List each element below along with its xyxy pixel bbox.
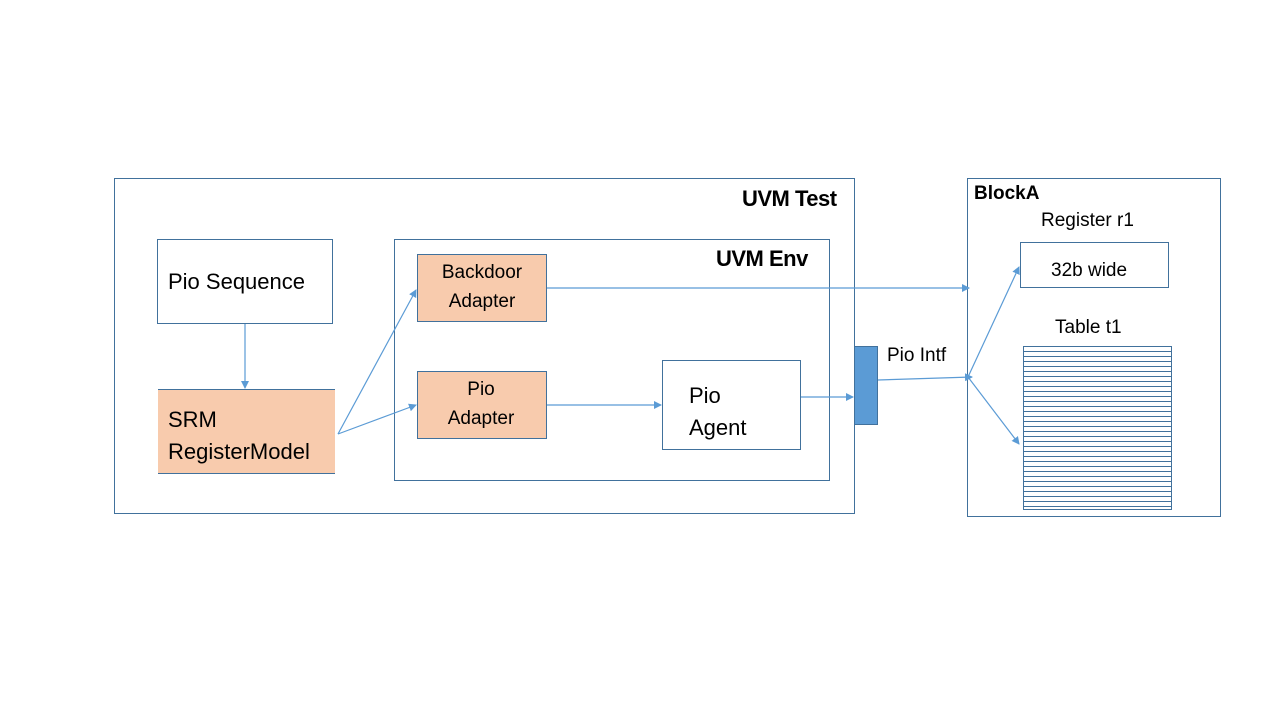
register-r1-label: Register r1 xyxy=(1041,210,1134,231)
table-t1-grid xyxy=(1023,346,1172,510)
arrow-srm-to-backdoor xyxy=(337,289,417,435)
block-a-title: BlockA xyxy=(974,183,1040,204)
arrow-intf-to-blocka xyxy=(877,373,973,382)
arrow-srm-to-pio-adapter xyxy=(337,403,417,435)
pio-intf-block xyxy=(854,346,878,425)
table-t1-label: Table t1 xyxy=(1055,317,1122,338)
register-r1-width-label: 32b wide xyxy=(1051,260,1128,281)
pio-agent-line2: Agent xyxy=(689,415,747,440)
register-r1-box xyxy=(1020,242,1169,288)
uvm-env-title: UVM Env xyxy=(716,246,808,271)
pio-intf-label: Pio Intf xyxy=(887,345,947,366)
register-model-label: RegisterModel xyxy=(168,439,310,464)
backdoor-adapter-line2: Adapter xyxy=(448,291,516,312)
backdoor-adapter-line1: Backdoor xyxy=(441,262,523,283)
pio-adapter-box xyxy=(417,371,547,439)
pio-adapter-line2: Adapter xyxy=(447,408,515,429)
arrow-hub-to-table xyxy=(967,376,1020,445)
backdoor-adapter-box xyxy=(417,254,547,322)
srm-register-model-box xyxy=(158,389,335,474)
pio-sequence-box xyxy=(157,239,333,324)
arrow-hub-to-register xyxy=(967,266,1020,378)
srm-label: SRM xyxy=(168,407,217,432)
pio-agent-line1: Pio xyxy=(689,383,721,408)
pio-sequence-label: Pio Sequence xyxy=(168,269,305,294)
pio-agent-box xyxy=(662,360,801,450)
pio-adapter-line1: Pio xyxy=(467,379,495,400)
uvm-test-title: UVM Test xyxy=(742,186,837,211)
